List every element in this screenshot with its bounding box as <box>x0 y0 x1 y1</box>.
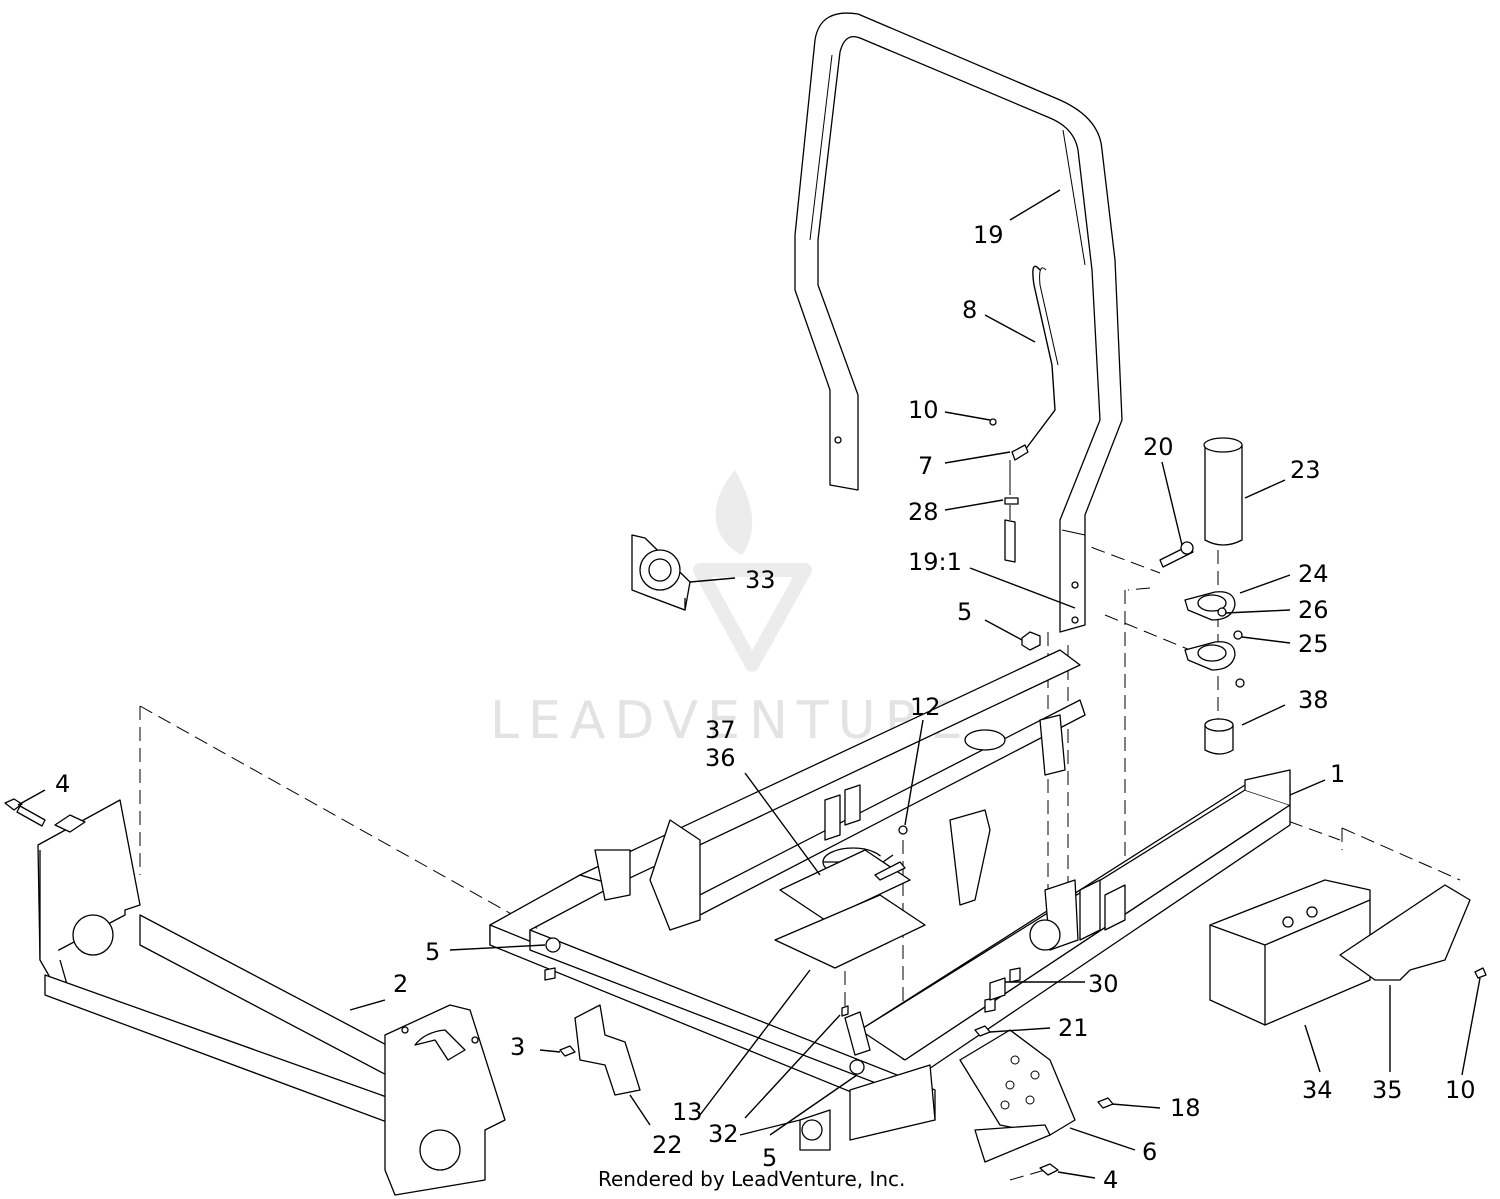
render-credit: Rendered by LeadVenture, Inc. <box>598 1167 905 1191</box>
callout-12: 12 <box>910 693 941 721</box>
watermark-v-icon <box>693 563 812 672</box>
callout-19: 19 <box>973 221 1004 249</box>
callout-22: 22 <box>652 1131 683 1159</box>
bolt-front <box>4 798 46 827</box>
callout-5-upper: 5 <box>957 598 972 626</box>
callout-19-1: 19:1 <box>908 548 962 576</box>
alignment-lines <box>59 539 1461 1181</box>
callout-33: 33 <box>745 566 776 594</box>
watermark: LEADVENTURE <box>490 470 963 751</box>
watermark-flame-icon <box>715 470 753 555</box>
callout-23: 23 <box>1290 456 1321 484</box>
callout-10-upper: 10 <box>908 396 939 424</box>
callout-25: 25 <box>1298 630 1329 658</box>
callout-35: 35 <box>1372 1076 1403 1104</box>
callout-4-front: 4 <box>55 770 70 798</box>
callout-6: 6 <box>1142 1138 1157 1166</box>
callout-10-lower: 10 <box>1445 1076 1476 1104</box>
callout-26: 26 <box>1298 596 1329 624</box>
storage-tray <box>1209 879 1487 1026</box>
callout-3: 3 <box>510 1033 525 1061</box>
callout-30: 30 <box>1088 970 1119 998</box>
callout-28: 28 <box>908 498 939 526</box>
callout-38: 38 <box>1298 686 1329 714</box>
roll-bar <box>794 12 1123 633</box>
main-frame <box>489 649 1291 1151</box>
callout-labels: 19 8 10 7 28 20 23 33 19:1 24 26 5 25 38… <box>55 221 1476 1194</box>
callout-18: 18 <box>1170 1094 1201 1122</box>
seat-rod <box>989 265 1059 563</box>
callout-32: 32 <box>708 1120 739 1148</box>
small-hardware <box>974 977 1114 1109</box>
bearing-bracket <box>631 534 691 611</box>
front-axle <box>37 799 506 1196</box>
rear-hardware <box>1159 437 1245 755</box>
callout-13: 13 <box>672 1098 703 1126</box>
callout-4-rear: 4 <box>1103 1166 1118 1194</box>
callout-8: 8 <box>962 296 977 324</box>
callout-5-lower: 5 <box>762 1144 777 1172</box>
side-bracket <box>559 1004 641 1096</box>
callout-37: 37 <box>705 716 736 744</box>
callout-20: 20 <box>1143 433 1174 461</box>
nuts <box>545 631 1041 1075</box>
callout-2: 2 <box>393 970 408 998</box>
callout-1: 1 <box>1330 760 1345 788</box>
leader-lines <box>17 189 1481 1179</box>
decals <box>774 825 926 1017</box>
callout-21: 21 <box>1058 1014 1089 1042</box>
callout-24: 24 <box>1298 560 1329 588</box>
foot-step <box>959 1029 1076 1176</box>
callout-5-middle: 5 <box>425 938 440 966</box>
callout-36: 36 <box>705 744 736 772</box>
callout-34: 34 <box>1302 1076 1333 1104</box>
callout-7: 7 <box>918 452 933 480</box>
